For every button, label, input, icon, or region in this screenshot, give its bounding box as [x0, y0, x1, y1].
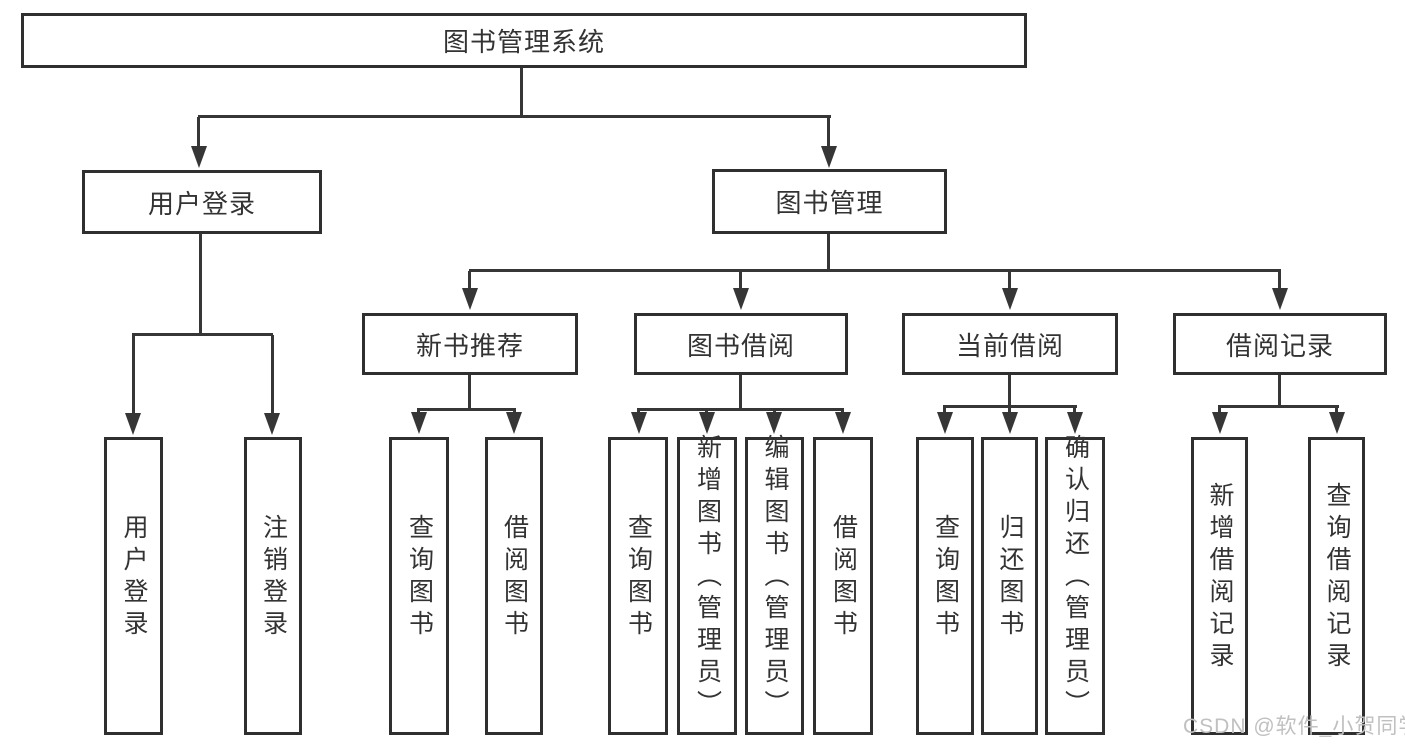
connector-line: [1335, 407, 1338, 415]
arrow-down-icon: [191, 146, 207, 168]
node-book-management: 图书管理: [712, 169, 947, 234]
node-label: 图书管理: [775, 188, 884, 218]
leaf-label: 查询图书: [931, 514, 960, 642]
connector-line: [637, 408, 844, 411]
connector-line: [943, 405, 1077, 408]
leaf-user-login: 用户登录: [104, 437, 163, 735]
arrow-down-icon: [411, 412, 427, 434]
connector-line: [417, 408, 516, 411]
connector-line: [198, 115, 831, 118]
node-user-login: 用户登录: [82, 170, 322, 234]
connector-line: [1278, 271, 1281, 290]
leaf-query-books-recommend: 查询图书: [389, 437, 449, 735]
leaf-borrow-books: 借阅图书: [813, 437, 873, 735]
leaf-query-books-borrowing: 查询图书: [608, 437, 668, 735]
leaf-label: 用户登录: [120, 514, 148, 642]
arrow-down-icon: [1272, 288, 1288, 310]
node-label: 图书借阅: [686, 330, 795, 361]
arrow-down-icon: [699, 412, 715, 434]
arrow-down-icon: [821, 146, 837, 168]
connector-line: [1008, 375, 1011, 408]
connector-line: [520, 68, 523, 117]
leaf-query-books-current: 查询图书: [916, 437, 974, 735]
csdn-watermark: CSDN @软件_小贺同学: [1183, 715, 1405, 738]
connector-line: [197, 117, 200, 148]
node-borrowing-records: 借阅记录: [1173, 313, 1387, 375]
arrow-down-icon: [1329, 412, 1345, 434]
arrow-down-icon: [733, 288, 749, 310]
leaf-label: 新增借阅记录: [1206, 482, 1234, 674]
node-label: 当前借阅: [955, 330, 1064, 361]
arrow-down-icon: [631, 412, 647, 434]
node-library-management-system: 图书管理系统: [21, 13, 1027, 68]
connector-line: [132, 335, 135, 415]
connector-line: [827, 117, 830, 148]
connector-line: [739, 271, 742, 290]
arrow-down-icon: [506, 412, 522, 434]
connector-line: [468, 271, 471, 290]
node-label: 新书推荐: [415, 330, 524, 361]
connector-line: [1218, 405, 1339, 408]
connector-line: [943, 407, 946, 415]
leaf-borrow-books-recommend: 借阅图书: [485, 437, 543, 735]
arrow-down-icon: [1002, 412, 1018, 434]
arrow-down-icon: [1212, 412, 1228, 434]
connector-line: [1073, 407, 1076, 415]
leaf-label: 查询借阅记录: [1323, 482, 1351, 674]
node-current-borrowing: 当前借阅: [902, 313, 1118, 375]
arrow-down-icon: [125, 413, 141, 435]
arrow-down-icon: [1067, 412, 1083, 434]
connector-line: [132, 333, 273, 336]
leaf-add-borrow-record: 新增借阅记录: [1191, 437, 1248, 735]
leaf-label: 归还图书: [996, 514, 1024, 642]
connector-line: [1008, 407, 1011, 415]
leaf-query-borrow-record: 查询借阅记录: [1308, 437, 1365, 735]
connector-line: [1278, 375, 1281, 408]
arrow-down-icon: [835, 412, 851, 434]
connector-line: [199, 233, 202, 336]
node-label: 图书管理系统: [442, 27, 605, 57]
node-label: 用户登录: [147, 188, 256, 219]
leaf-label: 查询图书: [405, 514, 434, 642]
arrow-down-icon: [766, 412, 782, 434]
leaf-label: 编辑图书（管理员）: [761, 434, 789, 722]
leaf-label: 确认归还（管理员）: [1061, 434, 1090, 722]
leaf-logout-login: 注销登录: [244, 437, 302, 735]
arrow-down-icon: [937, 412, 953, 434]
leaf-label: 注销登录: [259, 514, 288, 642]
connector-line: [271, 335, 274, 415]
connector-line: [1008, 271, 1011, 290]
arrow-down-icon: [264, 413, 280, 435]
connector-line: [739, 375, 742, 411]
leaf-return-books: 归还图书: [981, 437, 1038, 735]
arrow-down-icon: [1002, 288, 1018, 310]
leaf-label: 借阅图书: [500, 514, 529, 642]
connector-line: [827, 234, 830, 271]
leaf-label: 借阅图书: [829, 514, 858, 642]
arrow-down-icon: [462, 288, 478, 310]
leaf-label: 查询图书: [624, 514, 653, 642]
connector-line: [468, 375, 471, 411]
node-book-borrowing: 图书借阅: [634, 313, 848, 375]
node-new-book-recommendation: 新书推荐: [362, 313, 578, 375]
node-label: 借阅记录: [1225, 330, 1334, 361]
connector-line: [1218, 407, 1221, 415]
leaf-edit-books-admin: 编辑图书（管理员）: [745, 434, 804, 735]
leaf-add-books-admin: 新增图书（管理员）: [677, 434, 737, 735]
leaf-label: 新增图书（管理员）: [693, 434, 722, 722]
connector-line: [469, 269, 1281, 272]
leaf-confirm-return-admin: 确认归还（管理员）: [1045, 434, 1105, 735]
